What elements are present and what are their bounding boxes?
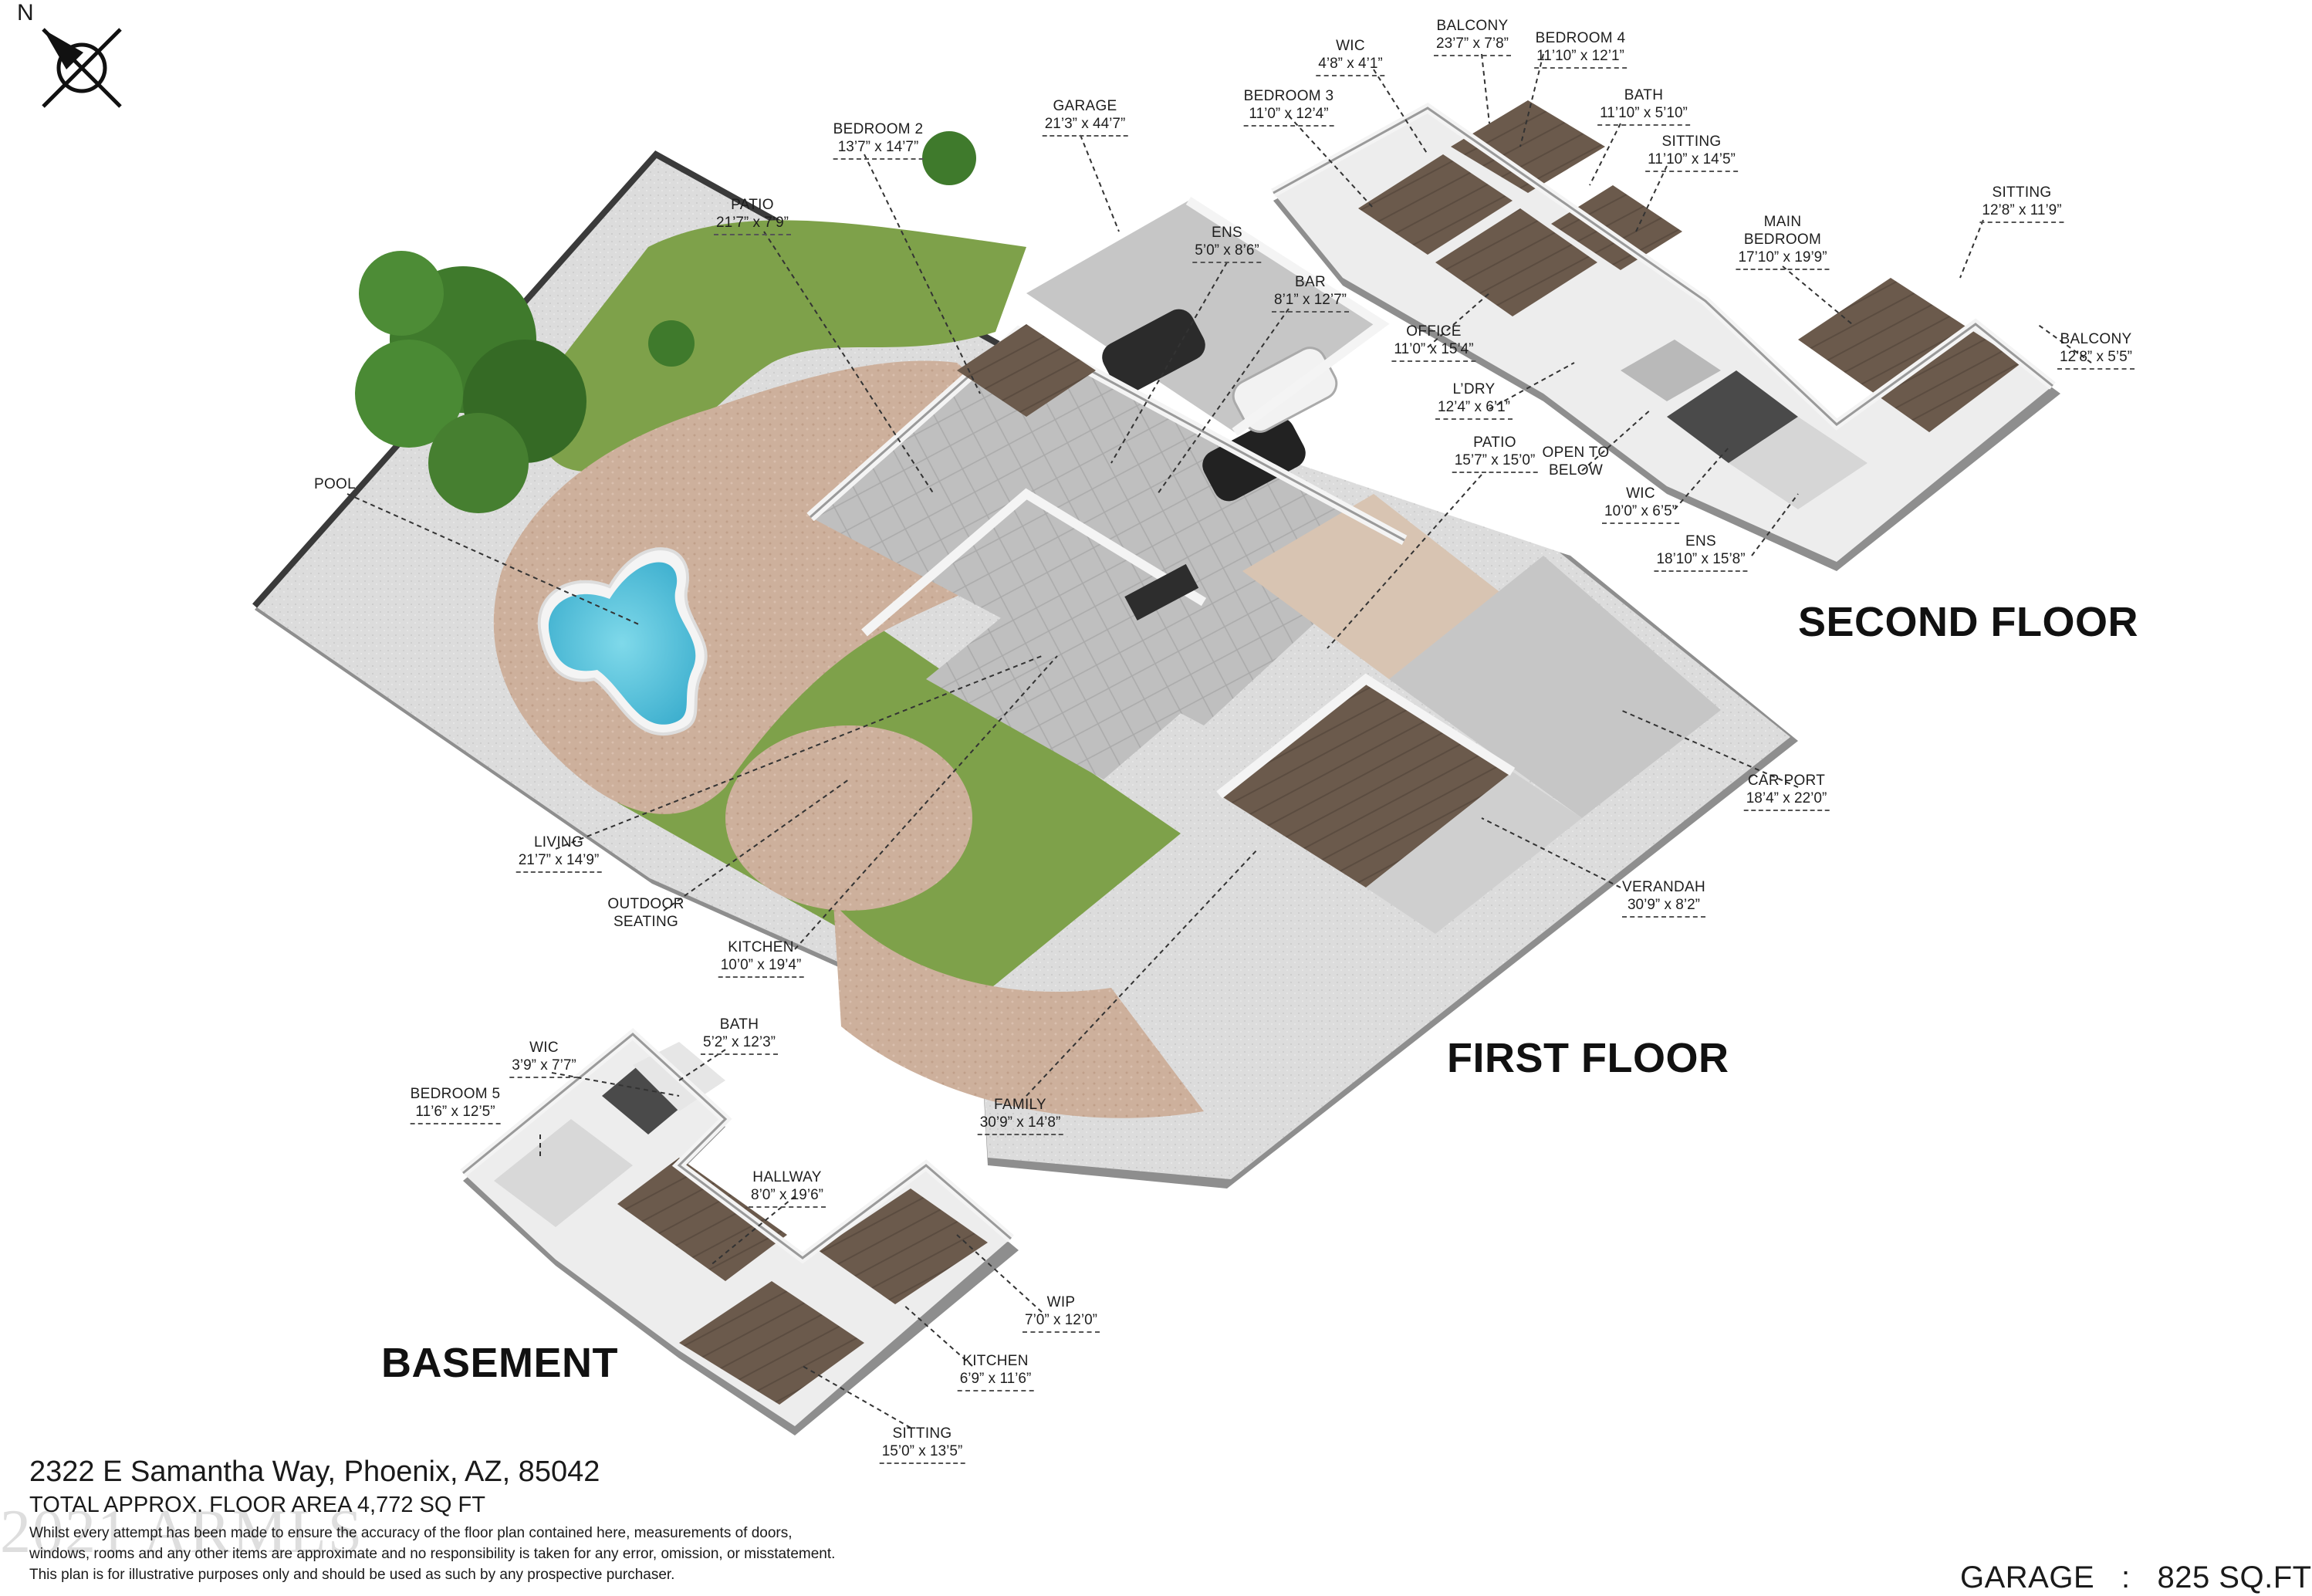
pool-water: [548, 562, 696, 725]
bedroom-5-floor: [494, 1119, 633, 1227]
floor-title-first: FIRST FLOOR: [1447, 1035, 1729, 1081]
room-label: OPEN TO BELOW: [1542, 445, 1610, 478]
main-bedroom-floor: [1798, 278, 2022, 432]
second-floor-wall-edge: [1273, 107, 2053, 426]
hallway-floor: [617, 1158, 787, 1281]
basement-plan: [460, 1028, 1019, 1435]
floor-title-basement: BASEMENT: [381, 1340, 619, 1386]
disclaimer-line: windows, rooms and any other items are a…: [29, 1546, 836, 1562]
label-leaders: [346, 53, 2092, 1429]
total-floor-area: TOTAL APPROX. FLOOR AREA 4,772 SQ FT: [29, 1493, 485, 1517]
garage-wall: [1185, 196, 1390, 436]
path-paving: [833, 903, 1204, 1118]
ground-floor-tile: [810, 332, 1404, 725]
car-port-floor: [1389, 556, 1721, 818]
stair-void: [1621, 340, 1721, 401]
compass-north-icon: [42, 28, 122, 108]
outdoor-seating-paving: [725, 725, 972, 911]
disclaimer-line: Whilst every attempt has been made to en…: [29, 1525, 793, 1541]
car-icon: [1102, 309, 1205, 394]
shrub-icon: [648, 320, 695, 367]
lawn-north: [537, 220, 1026, 472]
office-floor: [1435, 208, 1597, 316]
sitting-floor: [1551, 185, 1682, 270]
wic-floor: [1667, 370, 1798, 463]
tree-icon: [355, 251, 586, 513]
dining-table-icon: [1124, 563, 1199, 621]
kitchen-floor: [926, 540, 1266, 779]
family-floor: [1219, 679, 1513, 888]
disclaimer-line: This plan is for illustrative purposes o…: [29, 1567, 675, 1583]
basement-wall-edge: [462, 1033, 1012, 1260]
first-floor-plan: [252, 131, 1798, 1189]
bedroom-3-floor: [1358, 154, 1513, 255]
interior-wall: [861, 488, 1207, 637]
floor-title-second: SECOND FLOOR: [1798, 599, 2139, 645]
bedroom-2-floor: [957, 324, 1096, 417]
basement-kitchen-floor: [818, 1189, 988, 1304]
garage-area: GARAGE : 825 SQ.FT: [1960, 1560, 2312, 1594]
patio-east: [1242, 494, 1513, 679]
verandah-floor: [1366, 772, 1582, 934]
ens-floor: [1729, 417, 1868, 509]
compass-north-letter: N: [17, 0, 34, 25]
room-label: POOL: [314, 476, 356, 492]
room-label: OUTDOOR SEATING: [607, 896, 684, 930]
watermark: 2021 ARMLS: [0, 1498, 364, 1566]
family-wall: [1216, 673, 1516, 799]
disclaimer: Whilst every attempt has been made to en…: [29, 1523, 835, 1585]
shrub-icon: [922, 131, 976, 185]
property-address: 2322 E Samantha Way, Phoenix, AZ, 85042: [29, 1456, 600, 1488]
second-floor-plan: [1271, 100, 2060, 571]
basement-sitting-floor: [679, 1281, 864, 1405]
